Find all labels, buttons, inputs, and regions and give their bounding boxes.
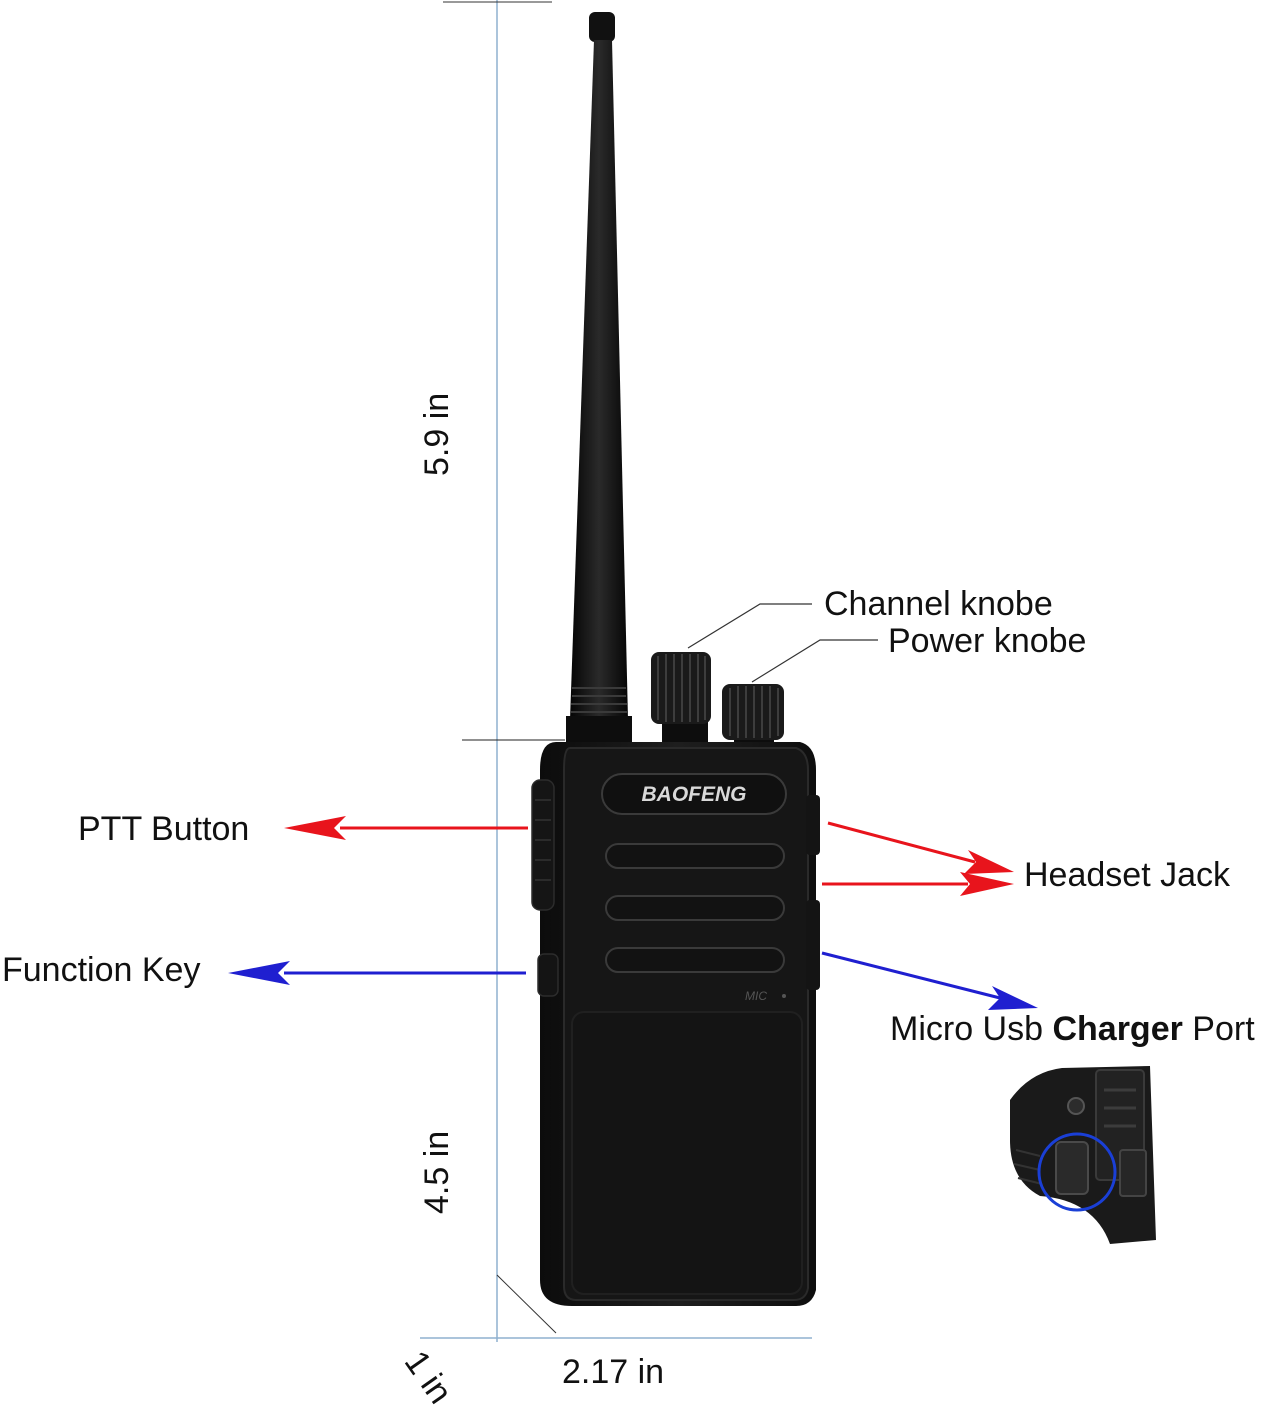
- charger-port-inset: [1010, 1066, 1156, 1244]
- power-knob-label: Power knobe: [888, 622, 1087, 660]
- charger-port-suffix: Port: [1182, 1010, 1255, 1048]
- charger-port-arrow: [821, 951, 1038, 1010]
- dimension-lines: [420, 0, 812, 1342]
- charger-port-prefix: Micro Usb: [890, 1010, 1053, 1048]
- radio-body: BAOFENG MIC: [531, 742, 820, 1306]
- headset-jack-arrows: [822, 821, 1014, 896]
- ptt-button-label: PTT Button: [78, 810, 250, 848]
- antenna: [566, 12, 632, 746]
- channel-knob: [651, 652, 711, 745]
- highlight-circle: [1037, 1132, 1117, 1212]
- channel-knob-label: Channel knobe: [824, 585, 1053, 623]
- brand-logo: BAOFENG: [642, 783, 747, 806]
- charger-port-bold: Charger: [1052, 1010, 1183, 1048]
- ptt-arrow: [284, 816, 528, 840]
- knob-leader-lines: [687, 603, 878, 683]
- function-key-arrow: [228, 961, 526, 985]
- power-knob: [722, 684, 784, 750]
- width-label: 2.17 in: [562, 1353, 665, 1391]
- function-key-label: Function Key: [2, 951, 201, 989]
- headset-jack-label: Headset Jack: [1024, 856, 1230, 894]
- charger-port-label: Micro Usb Charger Port: [890, 1010, 1255, 1049]
- body-height-label: 4.5 in: [418, 1130, 456, 1214]
- mic-label: MIC: [745, 989, 767, 1003]
- total-height-label: 5.9 in: [418, 392, 456, 476]
